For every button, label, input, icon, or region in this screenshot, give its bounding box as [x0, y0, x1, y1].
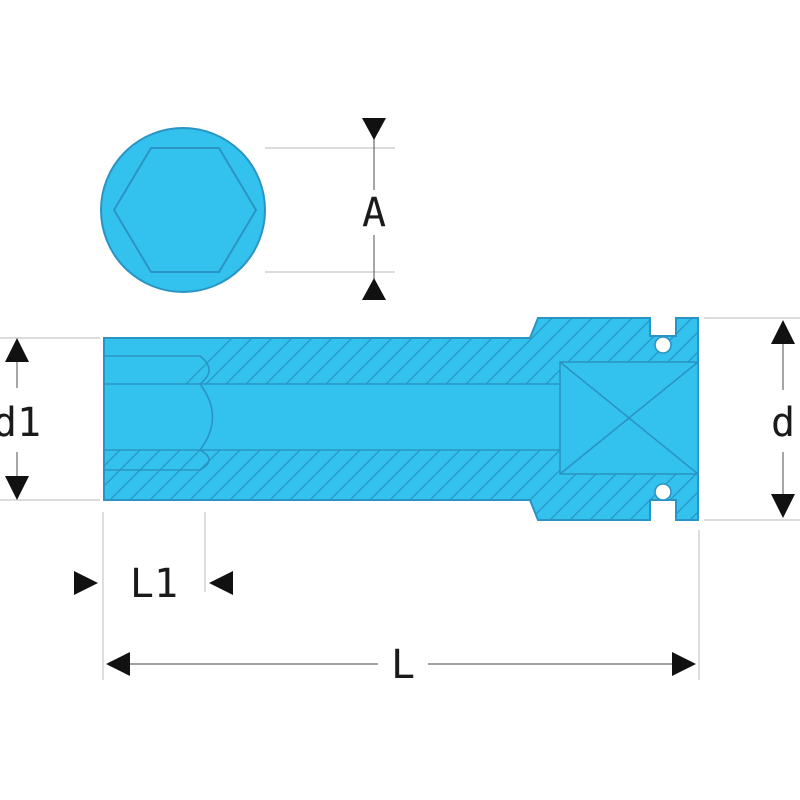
arrow-left-icon	[209, 571, 233, 595]
arrow-up-icon	[771, 320, 795, 344]
label-d1: d1	[0, 400, 41, 446]
hatch-line	[659, 318, 698, 520]
label-L1: L1	[130, 561, 178, 607]
hatch-line	[639, 318, 698, 520]
hex-opening	[112, 147, 258, 273]
arrow-down-icon	[5, 476, 29, 500]
groove-top	[654, 336, 672, 354]
label-A: A	[362, 190, 386, 236]
groove-bottom	[654, 483, 672, 501]
arrow-up-icon	[362, 278, 386, 300]
label-d: d	[771, 400, 795, 446]
arrow-right-icon	[672, 652, 696, 676]
label-L: L	[391, 642, 415, 688]
dimension-L1: L1	[74, 512, 233, 680]
dimension-d1: d1	[0, 337, 100, 501]
square-drive	[559, 361, 699, 475]
bore-transition	[199, 355, 214, 471]
arrow-down-icon	[771, 494, 795, 518]
arrow-left-icon	[106, 652, 130, 676]
dimension-d: d	[704, 317, 800, 521]
arrow-up-icon	[5, 338, 29, 362]
hatch-line	[599, 318, 698, 520]
end-view	[100, 127, 266, 293]
dimension-A: A	[265, 118, 395, 300]
dimension-L: L	[106, 530, 700, 688]
hex-bore	[104, 355, 200, 471]
through-bore	[200, 383, 560, 451]
side-section-view	[103, 317, 699, 521]
arrow-down-icon	[362, 118, 386, 140]
arrow-right-icon	[74, 571, 98, 595]
